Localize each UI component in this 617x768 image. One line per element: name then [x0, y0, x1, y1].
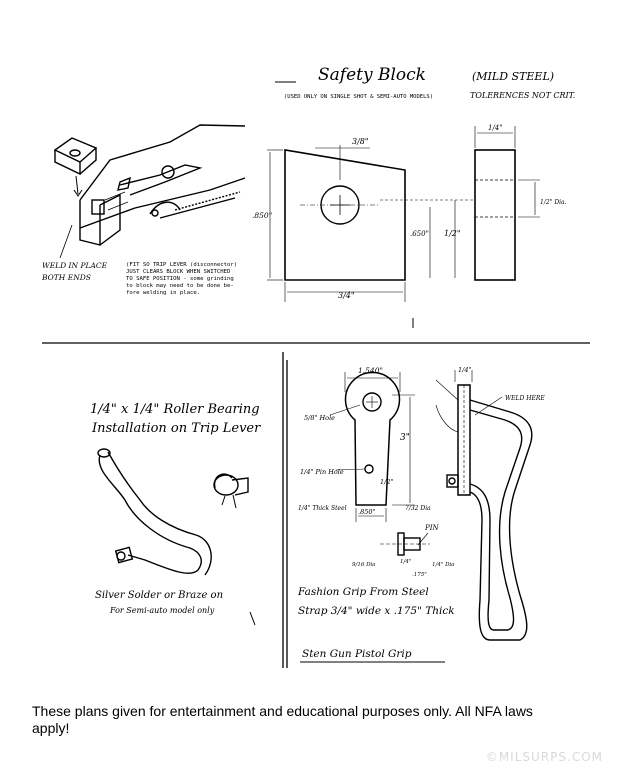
dim-width: 3/4"	[338, 291, 355, 300]
fit-note-line: TO SAFE POSITION - some grinding	[126, 276, 234, 282]
fit-note-line: (FIT SO TRIP LEVER (disconnector)	[126, 262, 237, 268]
fit-note-line: fore welding in place.	[126, 290, 200, 296]
safety-block-front-view	[284, 149, 406, 281]
roller-title-line-2: Installation on Trip Lever	[91, 421, 261, 436]
pin-hole-label: 1/4" Pin Hole	[300, 468, 344, 476]
thick-steel-label: 1/4" Thick Steel	[298, 505, 347, 512]
roller-note-line-2: For Semi-auto model only	[109, 606, 215, 615]
safety-block-side-view	[474, 149, 516, 281]
fit-note-line: to block may need to be done be-	[126, 283, 234, 289]
pin-dim-quarter: 1/4"	[400, 559, 411, 565]
material-note: (MILD STEEL)	[472, 70, 554, 83]
dim-side-hole: 1/2" Dia.	[540, 199, 567, 206]
grip-dim-width: 1.540"	[358, 366, 383, 375]
usage-note: (USED ONLY ON SINGLE SHOT & SEMI-AUTO MO…	[284, 94, 433, 100]
dim-half: 1/2"	[444, 229, 461, 238]
fit-note: (FIT SO TRIP LEVER (disconnector) JUST C…	[126, 262, 237, 296]
weld-note-line-2: BOTH ENDS	[41, 273, 91, 282]
safety-block-title: Safety Block	[318, 65, 426, 85]
grip-plate-outline	[344, 371, 401, 506]
grip-dim-half: 1/2"	[380, 478, 393, 486]
roller-title-line-1: 1/4" x 1/4" Roller Bearing	[90, 402, 260, 417]
fashion-line-2: Strap 3/4" wide x .175" Thick	[298, 605, 455, 617]
roller-bearing-section: 1/4" x 1/4" Roller Bearing Installation …	[90, 402, 261, 626]
disclaimer-text: These plans given for entertainment and …	[32, 703, 533, 736]
pin-dim-916: 9/16 Dia	[352, 562, 376, 568]
grip-top-thick: 1/4"	[458, 366, 471, 374]
pin-dim-quarter-dia: 1/4" Dia	[432, 562, 455, 568]
fashion-line-1: Fashion Grip From Steel	[297, 586, 429, 598]
dim-hole-height: .650"	[410, 230, 429, 238]
pistol-grip-section: 1.540" 5/8" Hole 3" 1/4" Pin Hole 1/2" 1…	[297, 366, 545, 663]
fit-note-line: JUST CLEARS BLOCK WHEN SWITCHED	[126, 269, 231, 275]
grip-caption: Sten Gun Pistol Grip	[302, 648, 412, 660]
pin-label: PIN	[424, 524, 439, 532]
watermark: ©MILSURPS.COM	[485, 750, 603, 764]
weld-here-label: WELD HERE	[505, 395, 545, 402]
roller-note-line-1: Silver Solder or Braze on	[95, 590, 223, 601]
grip-dim-length: 3"	[400, 433, 410, 443]
weld-note-line-1: WELD IN PLACE	[42, 261, 108, 270]
dim-hole-offset: 3/8"	[352, 137, 369, 146]
dim-height: .850"	[252, 211, 272, 220]
small-dia-label: 7/32 Dia	[405, 505, 431, 512]
grip-hole-label: 5/8" Hole	[304, 414, 335, 422]
tolerance-note: TOLERENCES NOT CRIT.	[470, 91, 575, 100]
pin-dim-175: .175"	[412, 572, 427, 578]
grip-dim-850: .850"	[358, 508, 375, 516]
dim-thickness: 1/4"	[488, 124, 503, 132]
safety-block-section: Safety Block (MILD STEEL) TOLERENCES NOT…	[41, 65, 575, 328]
